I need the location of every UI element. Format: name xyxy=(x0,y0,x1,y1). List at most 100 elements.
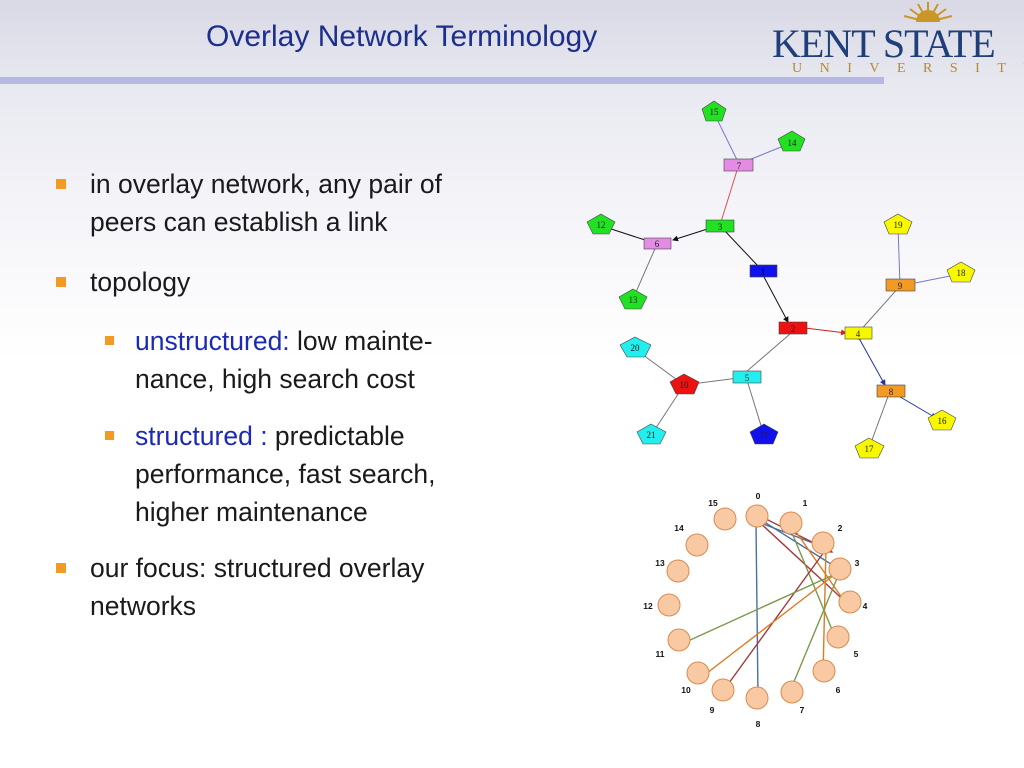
node-label: 17 xyxy=(865,444,875,454)
ring-edge xyxy=(786,575,839,698)
title-rule xyxy=(0,77,884,84)
graph-edge xyxy=(804,327,847,336)
bullet-focus: our focus: structured overlay networks xyxy=(90,549,424,625)
graph-node-9 xyxy=(885,278,916,292)
node-label: 19 xyxy=(894,220,904,230)
graph-edge xyxy=(897,225,901,287)
ring-edge xyxy=(791,525,848,607)
graph-node-2 xyxy=(778,321,808,335)
graph-node-20 xyxy=(619,336,652,358)
graph-node-21 xyxy=(636,423,667,445)
ring-node-7 xyxy=(780,680,804,704)
ring-node-0 xyxy=(745,504,769,528)
ring-node-4 xyxy=(838,590,862,614)
ring-label: 13 xyxy=(655,558,665,568)
ring-node-3 xyxy=(828,557,852,581)
graph-node-3 xyxy=(705,219,735,233)
node-label: 3 xyxy=(718,222,723,232)
node-label: 13 xyxy=(629,295,639,305)
ring-node-2 xyxy=(811,531,835,555)
node-label: 16 xyxy=(938,416,948,426)
ring-edge xyxy=(696,571,839,681)
graph-node-19 xyxy=(883,213,913,235)
ring-label: 8 xyxy=(756,719,761,729)
ring-label: 15 xyxy=(708,498,718,508)
structured-ring: 0 1 2 3 4 5 6 7 8 9 10 11 12 13 14 15 xyxy=(643,491,867,729)
ring-node-6 xyxy=(812,659,836,683)
ring-node-10 xyxy=(686,661,710,685)
node-label: 14 xyxy=(788,138,798,148)
ring-edge xyxy=(789,527,840,646)
node-label: 1 xyxy=(761,267,766,277)
ring-label: 7 xyxy=(800,705,805,715)
ring-label: 0 xyxy=(756,491,761,501)
bullet-text-line: higher maintenance xyxy=(135,497,368,527)
ring-label: 5 xyxy=(854,649,859,659)
node-label: 15 xyxy=(710,107,720,117)
node-label: 18 xyxy=(957,268,967,278)
graph-node-16 xyxy=(927,409,957,431)
sub-bullet-marker xyxy=(105,336,114,345)
graph-node-8 xyxy=(876,384,906,398)
ring-label: 1 xyxy=(803,498,808,508)
node-label: 10 xyxy=(680,380,690,390)
bullet-text-line: predictable xyxy=(267,421,405,451)
graph-node-17 xyxy=(854,437,885,459)
ring-label: 11 xyxy=(656,649,665,659)
ring-node-5 xyxy=(826,625,850,649)
graph-node-12 xyxy=(586,213,616,235)
ring-edge xyxy=(756,519,852,607)
sub-bullet-marker xyxy=(105,431,114,440)
bullet-marker xyxy=(56,277,66,287)
graph-node-7 xyxy=(723,158,754,172)
graph-edge xyxy=(745,333,791,373)
graph-edge xyxy=(745,376,764,433)
university-logo: KENT STATE UNIVERSITY xyxy=(766,0,1024,80)
ring-node-9 xyxy=(711,678,735,702)
term-unstructured: unstructured: xyxy=(135,326,290,356)
bullet-text-line: nance, high search cost xyxy=(135,364,415,394)
node-label: 2 xyxy=(791,324,796,334)
ring-label: 4 xyxy=(863,601,868,611)
node-label: 11 xyxy=(760,430,769,440)
bullet-text-line: peers can establish a link xyxy=(90,207,388,237)
graph-edge xyxy=(719,163,740,226)
node-label: 20 xyxy=(631,343,641,353)
graph-node-10 xyxy=(669,373,700,395)
graph-edge xyxy=(868,390,891,449)
ring-label: 12 xyxy=(643,601,653,611)
bullet-topology: topology xyxy=(90,263,190,301)
graph-edge xyxy=(857,285,901,334)
ring-node-14 xyxy=(685,533,709,557)
ring-node-11 xyxy=(667,628,691,652)
bullet-structured: structured : predictable performance, fa… xyxy=(135,417,435,531)
ring-node-12 xyxy=(657,593,681,617)
slide-title: Overlay Network Terminology xyxy=(206,20,598,53)
graph-node-6 xyxy=(643,237,672,250)
logo-subtitle: UNIVERSITY xyxy=(792,61,1024,76)
node-label: 4 xyxy=(856,329,861,339)
graph-node-13 xyxy=(618,288,648,310)
node-label: 21 xyxy=(647,430,656,440)
ring-node-15 xyxy=(713,507,737,531)
node-label: 6 xyxy=(655,239,660,249)
graph-edge xyxy=(718,224,759,267)
bullet-text-line: networks xyxy=(90,591,197,621)
title-bar: Overlay Network Terminology KENT STATE U… xyxy=(0,0,1024,84)
bullet-marker xyxy=(56,563,66,573)
bullet-text-line: our focus: structured overlay xyxy=(90,553,425,583)
graph-node-14 xyxy=(777,130,806,152)
bullet-marker xyxy=(56,179,66,189)
bullet-text-line: low mainte- xyxy=(289,326,433,356)
ring-node-1 xyxy=(779,511,803,535)
graph-edge xyxy=(759,271,789,323)
ring-label: 2 xyxy=(838,523,843,533)
graph-node-18 xyxy=(946,261,976,283)
bullet-text-line: in overlay network, any pair of xyxy=(90,169,443,199)
node-label: 5 xyxy=(745,373,750,383)
bullet-peers-link: in overlay network, any pair of peers ca… xyxy=(90,165,442,241)
term-structured: structured : xyxy=(135,421,268,451)
graph-node-15 xyxy=(701,100,727,122)
node-label: 12 xyxy=(597,220,606,230)
